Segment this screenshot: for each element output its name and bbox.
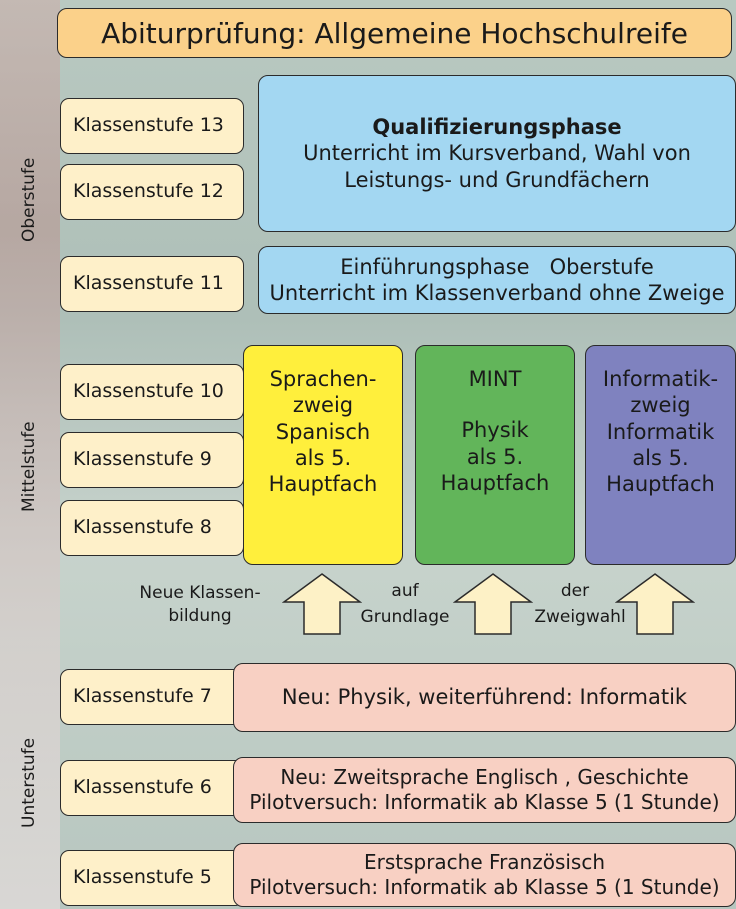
qualifizierungsphase-heading: Qualifizierungsphase: [372, 115, 622, 140]
informatikzweig-line: zweig: [630, 393, 691, 418]
informatikzweig-line: Hauptfach: [606, 472, 715, 496]
note-grundlage: Grundlage: [360, 607, 450, 627]
unterstufe-k6-line2: Pilotversuch: Informatik ab Klasse 5 (1 …: [249, 790, 720, 814]
mint-box: MINT Physik als 5. Hauptfach: [415, 345, 575, 565]
side-label-oberstufe: Oberstufe: [19, 157, 39, 242]
note-neue-klassenbildung: Neue Klassen- bildung: [120, 582, 280, 628]
klassenstufe-5: Klassenstufe 5: [60, 850, 244, 906]
unterstufe-k5-line1: Erstsprache Französisch: [363, 850, 606, 874]
klassenstufe-9-label: Klassenstufe 9: [73, 448, 212, 471]
einfuehrungsphase-line2: Unterricht im Klassenverband ohne Zweige: [269, 281, 725, 305]
informatikzweig-box: Informatik- zweig Informatik als 5. Haup…: [585, 345, 736, 565]
klassenstufe-12: Klassenstufe 12: [60, 164, 244, 220]
up-arrow-icon: [282, 573, 362, 635]
klassenstufe-10: Klassenstufe 10: [60, 364, 244, 420]
sprachenzweig-line: Sprachen-: [269, 367, 377, 391]
note-auf: auf: [391, 581, 419, 601]
note-zweigwahl: Zweigwahl: [534, 607, 626, 627]
note-der: der: [560, 581, 590, 601]
klassenstufe-7-label: Klassenstufe 7: [73, 685, 212, 708]
mint-line: Physik: [461, 418, 529, 443]
klassenstufe-6-label: Klassenstufe 6: [73, 776, 212, 799]
sprachenzweig-line: Spanisch: [275, 419, 371, 444]
up-arrow-icon: [615, 573, 695, 635]
klassenstufe-6: Klassenstufe 6: [60, 760, 244, 816]
informatikzweig-line: Informatik-: [602, 367, 719, 391]
klassenstufe-12-label: Klassenstufe 12: [73, 180, 224, 203]
qualifizierungsphase-line2: Leistungs- und Grundfächern: [344, 167, 650, 192]
informatikzweig-line: Informatik: [606, 419, 715, 444]
side-label-mittelstufe: Mittelstufe: [19, 421, 39, 512]
unterstufe-k5-line2: Pilotversuch: Informatik ab Klasse 5 (1 …: [249, 875, 720, 899]
unterstufe-k7-text: Neu: Physik, weiterführend: Informatik: [281, 685, 688, 710]
unterstufe-k5-box: Erstsprache Französisch Pilotversuch: In…: [233, 843, 736, 907]
note-neue-line1: Neue Klassen-: [139, 583, 261, 603]
mint-line: MINT: [468, 367, 522, 391]
unterstufe-k7-box: Neu: Physik, weiterführend: Informatik: [233, 663, 736, 732]
klassenstufe-5-label: Klassenstufe 5: [73, 866, 212, 889]
side-label-unterstufe: Unterstufe: [19, 737, 39, 828]
mint-line: als 5.: [466, 444, 524, 469]
title-text: Abiturprüfung: Allgemeine Hochschulreife: [101, 16, 688, 50]
sprachenzweig-line: Hauptfach: [268, 472, 378, 496]
sprachenzweig-line: zweig: [292, 393, 354, 418]
background-decoration: [0, 0, 60, 909]
klassenstufe-10-label: Klassenstufe 10: [73, 380, 224, 403]
qualifizierungsphase-box: Qualifizierungsphase Unterricht im Kursv…: [258, 75, 736, 232]
up-arrow-icon: [453, 573, 533, 635]
klassenstufe-7: Klassenstufe 7: [60, 669, 244, 725]
unterstufe-k6-line1: Neu: Zweitsprache Englisch , Geschichte: [280, 765, 689, 789]
einfuehrungsphase-line1: Einführungsphase Oberstufe: [340, 254, 654, 279]
mint-line: Hauptfach: [440, 470, 550, 495]
page-title: Abiturprüfung: Allgemeine Hochschulreife: [57, 8, 732, 58]
klassenstufe-13-label: Klassenstufe 13: [73, 114, 224, 137]
einfuehrungsphase-box: Einführungsphase Oberstufe Unterricht im…: [258, 246, 736, 314]
klassenstufe-11-label: Klassenstufe 11: [73, 272, 224, 295]
klassenstufe-13: Klassenstufe 13: [60, 98, 244, 154]
klassenstufe-8-label: Klassenstufe 8: [73, 516, 212, 539]
klassenstufe-9: Klassenstufe 9: [60, 432, 244, 488]
sprachenzweig-line: als 5.: [294, 445, 352, 470]
qualifizierungsphase-line1: Unterricht im Kursverband, Wahl von: [303, 141, 691, 166]
klassenstufe-11: Klassenstufe 11: [60, 256, 244, 312]
klassenstufe-8: Klassenstufe 8: [60, 500, 244, 556]
note-neue-line2: bildung: [168, 605, 232, 626]
informatikzweig-line: als 5.: [632, 445, 689, 470]
unterstufe-k6-box: Neu: Zweitsprache Englisch , Geschichte …: [233, 757, 736, 823]
sprachenzweig-box: Sprachen- zweig Spanisch als 5. Hauptfac…: [243, 345, 403, 565]
